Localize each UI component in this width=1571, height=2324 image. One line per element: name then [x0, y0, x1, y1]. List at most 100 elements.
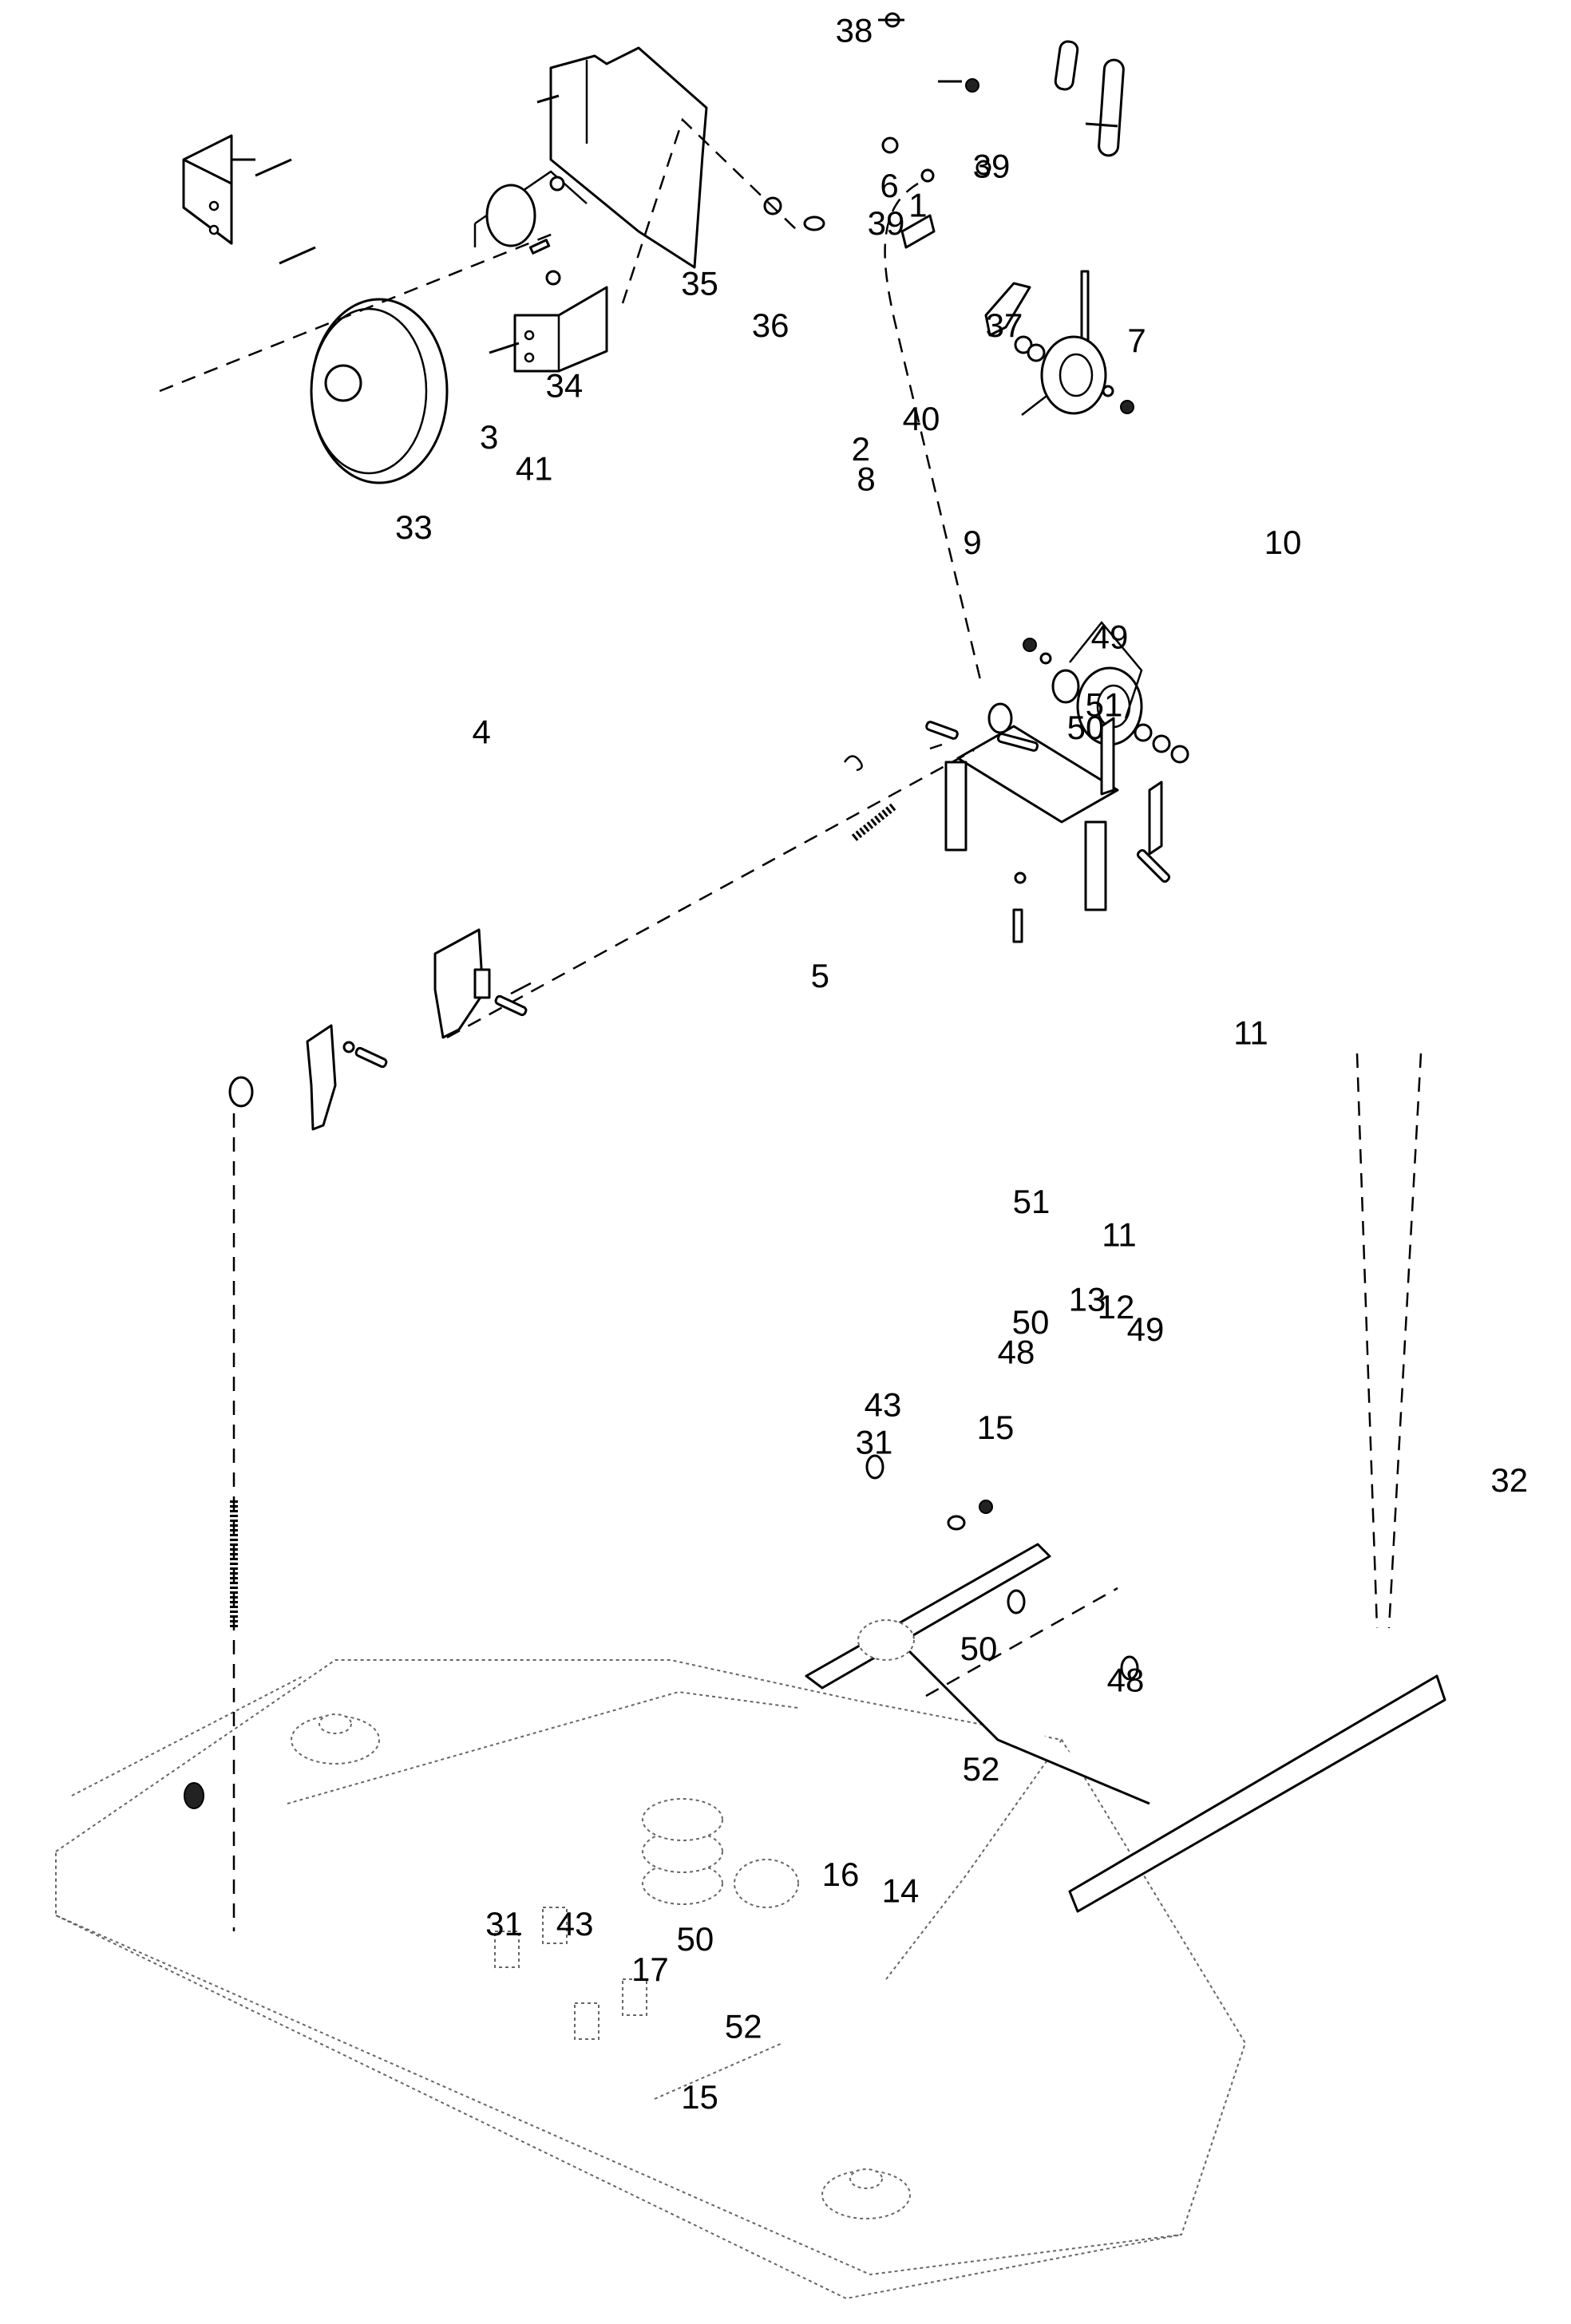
belt-path — [884, 182, 983, 687]
alignment-line — [1355, 1053, 1379, 1629]
idler-pulley-11 — [1040, 335, 1107, 415]
bracket-9 — [984, 282, 1031, 337]
fastener-34 — [549, 176, 565, 192]
callout-label-40: 40 — [903, 400, 940, 437]
callout-label-51a: 51 — [1086, 686, 1123, 724]
callout-label-50c: 50 — [960, 1630, 998, 1667]
pin-43 — [925, 721, 959, 740]
callout-label-11a: 11 — [1233, 1014, 1268, 1052]
callout-labels: 1234567891011111213141515161617181919202… — [395, 12, 1528, 2116]
lift-plate-14 — [944, 717, 1163, 911]
link-6 — [1054, 40, 1079, 91]
alignment-line — [446, 749, 975, 1039]
callout-label-8: 8 — [857, 460, 875, 498]
cotter-31 — [929, 743, 943, 750]
key-41 — [528, 239, 551, 255]
bolt-37 — [975, 160, 991, 176]
bracket-line-11 — [1069, 621, 1143, 719]
bolt-52b — [354, 1046, 388, 1069]
callout-label-11b: 11 — [1102, 1215, 1137, 1253]
bracket-18 — [306, 1024, 337, 1131]
washers-49b — [1134, 723, 1189, 764]
washer-50 — [1102, 385, 1114, 397]
pin-43b — [494, 994, 528, 1017]
alignment-line — [621, 117, 799, 304]
crossbar-20 — [900, 1642, 1150, 1805]
callout-label-43a: 43 — [865, 1386, 902, 1424]
callout-label-51b: 51 — [1013, 1183, 1051, 1220]
bolt-42 — [857, 1619, 915, 1661]
callout-label-33: 33 — [395, 508, 433, 546]
hairpin-32 — [843, 755, 863, 772]
deck-spindle-left — [291, 1713, 380, 1765]
fastener-33 — [545, 270, 561, 286]
bracket-5 — [513, 286, 608, 373]
cotter-31b — [510, 982, 532, 995]
callout-label-39a: 39 — [973, 147, 1011, 184]
pulley-4 — [310, 298, 449, 484]
callout-label-5: 5 — [811, 957, 829, 994]
alignment-line — [925, 1587, 1118, 1698]
callout-label-50b: 50 — [1012, 1303, 1050, 1341]
nut-39 — [965, 78, 979, 93]
deck-mount-tabs — [494, 1907, 647, 2040]
callout-label-13: 13 — [1069, 1280, 1106, 1318]
callout-label-50a: 50 — [1067, 709, 1105, 746]
pin-46 — [865, 1454, 884, 1480]
pin-47 — [1120, 1655, 1139, 1681]
spring-16 — [851, 803, 897, 841]
callout-label-9: 9 — [963, 524, 981, 561]
callout-label-12: 12 — [1098, 1288, 1135, 1326]
spacer-45 — [947, 1515, 966, 1531]
bolt-48b — [1136, 848, 1171, 883]
belt-guard-1 — [549, 46, 708, 269]
callout-label-32: 32 — [1490, 1461, 1528, 1499]
washers-49 — [1014, 335, 1046, 362]
callout-label-50d: 50 — [677, 1920, 714, 1958]
callout-label-38: 38 — [836, 12, 873, 49]
spacer-15b — [228, 1076, 254, 1108]
callout-label-34: 34 — [546, 367, 584, 405]
callout-label-36: 36 — [752, 306, 789, 344]
callout-label-14: 14 — [882, 1872, 920, 1910]
callout-label-49a: 49 — [1091, 619, 1129, 656]
callout-label-7: 7 — [1127, 322, 1146, 359]
washer-50d — [342, 1041, 355, 1053]
callout-label-43b: 43 — [556, 1905, 594, 1943]
nut-51 — [1120, 400, 1134, 414]
adjuster-21 — [184, 1782, 204, 1809]
callout-label-16a: 16 — [822, 1856, 860, 1893]
callout-label-4: 4 — [473, 713, 491, 750]
callout-label-3: 3 — [480, 418, 498, 456]
washer-50b — [1039, 652, 1052, 665]
callout-label-15a: 15 — [977, 1409, 1015, 1446]
deck-spindle-right — [821, 2168, 911, 2219]
callout-label-52b: 52 — [725, 2007, 762, 2045]
callout-label-39b: 39 — [868, 204, 905, 242]
callout-label-31a: 31 — [856, 1424, 893, 1461]
nut-44 — [979, 1500, 993, 1514]
callout-label-31b: 31 — [485, 1905, 523, 1943]
callout-label-41: 41 — [516, 449, 553, 487]
bracket-3 — [182, 134, 233, 245]
callout-label-48b: 48 — [1107, 1662, 1145, 1699]
alignment-line — [1387, 1053, 1423, 1629]
leader-lines — [232, 18, 1118, 354]
nut-51b — [1023, 638, 1037, 652]
bolt-52 — [1012, 908, 1023, 943]
callout-label-48a: 48 — [998, 1334, 1035, 1371]
bracket-17 — [433, 928, 491, 1039]
wingnut-36 — [803, 215, 825, 231]
nut-39b — [881, 136, 899, 154]
plate-8 — [900, 214, 936, 249]
pin-46b — [1007, 1589, 1026, 1615]
callout-label-1: 1 — [908, 186, 927, 223]
link-7 — [1098, 58, 1125, 157]
mower-deck — [55, 1659, 1247, 2300]
spacer-15 — [987, 702, 1013, 734]
callout-label-17: 17 — [631, 1951, 669, 1988]
callout-label-37: 37 — [986, 306, 1023, 344]
washer-50c — [1014, 872, 1027, 884]
callout-label-2: 2 — [852, 430, 870, 468]
